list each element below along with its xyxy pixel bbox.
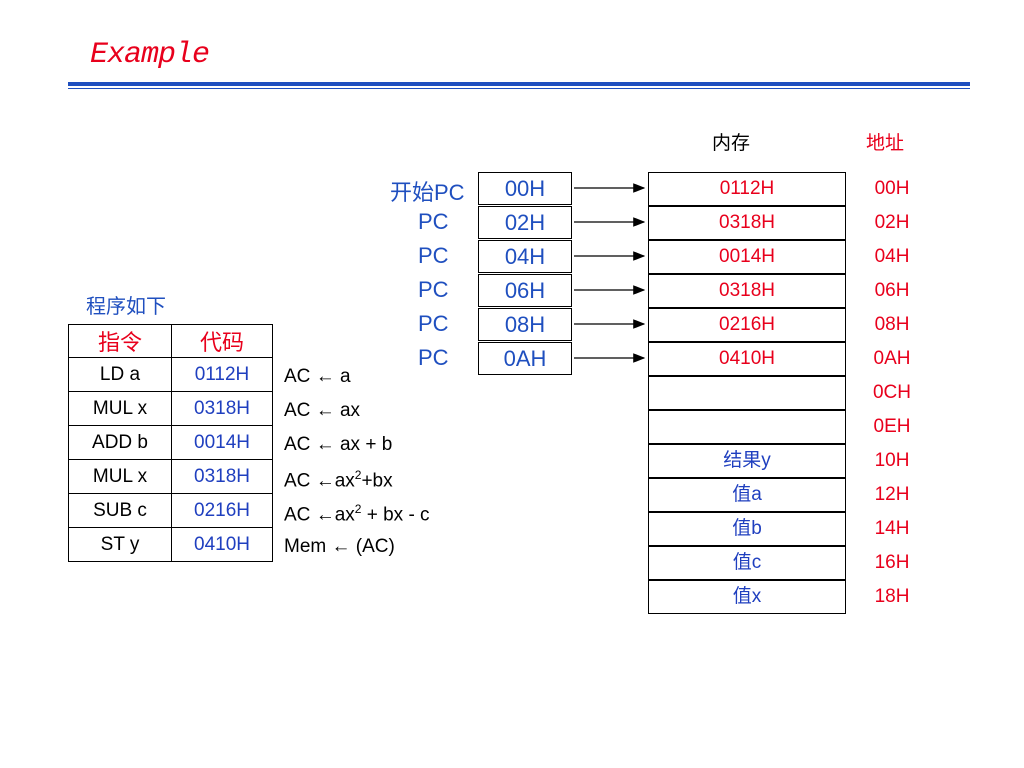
pc-label: PC <box>418 311 449 336</box>
table-row: ADD b 0014H <box>68 425 273 460</box>
memory-cell: 0318H <box>648 274 846 308</box>
pc-value-box: 04H <box>478 240 572 273</box>
memory-cell: 0216H <box>648 308 846 342</box>
left-arrow-icon: ← <box>315 366 335 387</box>
address-label: 06H <box>874 280 910 301</box>
instruction-cell: MUL x <box>68 391 172 426</box>
memory-cell: 值b <box>648 512 846 546</box>
code-cell: 0318H <box>171 459 273 494</box>
left-arrow-icon: ← <box>315 470 335 492</box>
operation-desc: AC ← ax + b <box>284 434 393 455</box>
memory-cell-empty <box>648 376 846 410</box>
address-label: 0EH <box>873 416 911 437</box>
address-label: 04H <box>874 246 910 267</box>
title-rule-thin <box>68 88 970 89</box>
address-label: 0AH <box>873 348 911 369</box>
address-label: 02H <box>874 212 910 233</box>
address-label: 0CH <box>872 382 911 403</box>
memory-header: 内存 <box>712 133 751 154</box>
left-arrow-icon: ← <box>331 536 351 557</box>
operation-desc: Mem ← (AC) <box>284 536 395 557</box>
pc-label: PC <box>418 209 449 234</box>
address-label: 12H <box>874 484 910 505</box>
code-cell: 0216H <box>171 493 273 528</box>
memory-cell-empty <box>648 410 846 444</box>
instruction-cell: ST y <box>68 527 172 562</box>
pc-value-box: 08H <box>478 308 572 341</box>
slide-title: Example <box>90 38 210 72</box>
memory-cell: 值c <box>648 546 846 580</box>
operation-desc: AC ←ax2+bx <box>284 468 393 492</box>
memory-cell: 0112H <box>648 172 846 206</box>
code-cell: 0318H <box>171 391 273 426</box>
table-header-row: 指令 代码 <box>68 324 273 358</box>
address-label: 08H <box>874 314 910 335</box>
address-label: 16H <box>874 552 910 573</box>
memory-cell: 0014H <box>648 240 846 274</box>
memory-cell: 0318H <box>648 206 846 240</box>
pc-label: 开始PC <box>390 180 465 205</box>
code-cell: 0410H <box>171 527 273 562</box>
code-cell: 0014H <box>171 425 273 460</box>
pc-value-box: 02H <box>478 206 572 239</box>
address-label: 14H <box>874 518 910 539</box>
left-arrow-icon: ← <box>315 400 335 421</box>
address-header: 地址 <box>866 133 905 154</box>
pc-value-box: 06H <box>478 274 572 307</box>
program-caption: 程序如下 <box>86 296 166 318</box>
operation-desc: AC ← ax <box>284 400 361 421</box>
memory-cell: 0410H <box>648 342 846 376</box>
pc-value-box: 0AH <box>478 342 572 375</box>
program-table: 指令 代码 LD a 0112H MUL x 0318H ADD b 0014H… <box>68 324 273 562</box>
memory-cell: 值a <box>648 478 846 512</box>
pc-label: PC <box>418 243 449 268</box>
left-arrow-icon: ← <box>315 434 335 455</box>
memory-cell: 值x <box>648 580 846 614</box>
title-rule-thick <box>68 82 970 86</box>
header-instruction: 指令 <box>68 324 172 358</box>
operation-desc: AC ← a <box>284 366 351 387</box>
memory-cell: 结果y <box>648 444 846 478</box>
address-label: 00H <box>874 178 910 199</box>
table-row: ST y 0410H <box>68 527 273 562</box>
table-row: MUL x 0318H <box>68 391 273 426</box>
pc-value-box: 00H <box>478 172 572 205</box>
address-label: 10H <box>874 450 910 471</box>
left-arrow-icon: ← <box>315 504 335 526</box>
operation-desc: AC ←ax2 + bx - c <box>284 502 430 526</box>
table-row: SUB c 0216H <box>68 493 273 528</box>
pc-label: PC <box>418 345 449 370</box>
header-code: 代码 <box>171 324 273 358</box>
instruction-cell: ADD b <box>68 425 172 460</box>
instruction-cell: LD a <box>68 357 172 392</box>
address-label: 18H <box>874 586 910 607</box>
pc-label: PC <box>418 277 449 302</box>
